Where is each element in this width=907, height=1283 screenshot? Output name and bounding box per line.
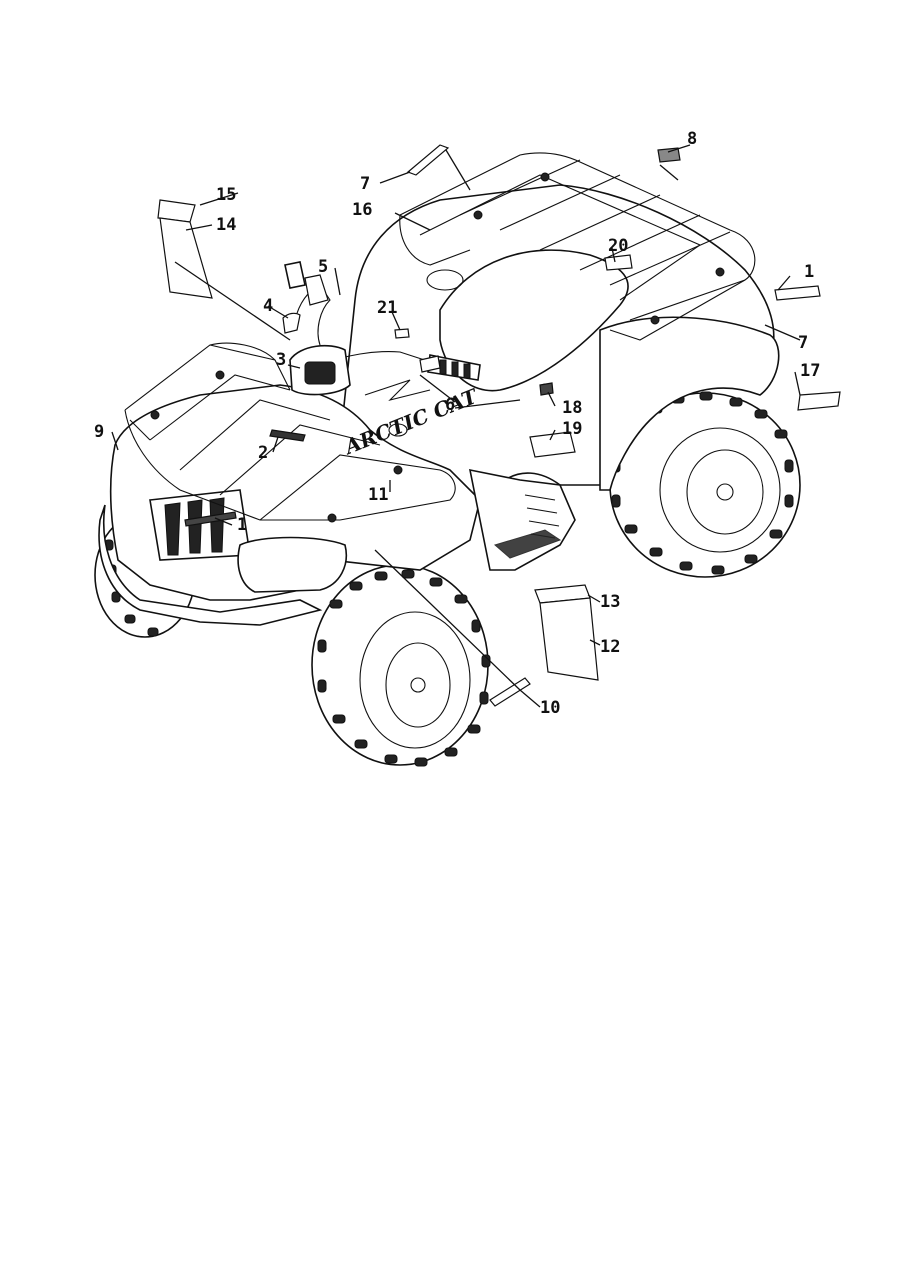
- decal-18: [539, 382, 554, 396]
- callouts: 15 14 7 16 8 5 4 3 21 20 1 7 17 6 18 19 …: [94, 129, 820, 718]
- atv-body: ARCTIC CAT: [98, 152, 780, 626]
- decal-front-1: [184, 511, 237, 527]
- callout-9: 9: [94, 422, 104, 442]
- callout-1-front: 1: [237, 515, 247, 535]
- callout-2: 2: [258, 443, 268, 463]
- decal-7-top: [406, 144, 450, 176]
- callout-14: 14: [216, 215, 236, 235]
- decal-10: [489, 677, 531, 707]
- callout-11: 11: [368, 485, 388, 505]
- leader-lines: [111, 144, 801, 708]
- callout-3: 3: [276, 350, 286, 370]
- callout-21: 21: [377, 298, 397, 318]
- decal-19: [529, 431, 576, 458]
- callout-18: 18: [562, 398, 582, 418]
- callout-13: 13: [600, 592, 620, 612]
- callout-15: 15: [216, 185, 236, 205]
- callout-8: 8: [687, 129, 697, 149]
- front-rack: [124, 342, 456, 521]
- callout-20: 20: [608, 236, 628, 256]
- rear-rack: [399, 152, 756, 341]
- decal-6: [419, 355, 441, 373]
- decal-2: [269, 429, 306, 442]
- callout-7-rear: 7: [798, 333, 808, 353]
- callout-4: 4: [263, 296, 273, 316]
- callout-16: 16: [352, 200, 372, 220]
- callout-17: 17: [800, 361, 820, 381]
- callout-7-top: 7: [360, 174, 370, 194]
- callout-6: 6: [445, 395, 455, 415]
- callout-1-rear: 1: [804, 262, 814, 282]
- front-right-wheel: [311, 564, 491, 767]
- decal-12: [539, 597, 599, 681]
- decal-1-rear: [774, 285, 821, 301]
- decal-20: [604, 254, 633, 271]
- decal-21: [394, 328, 410, 339]
- decal-17: [797, 391, 841, 411]
- callout-5: 5: [318, 257, 328, 277]
- callout-12: 12: [600, 637, 620, 657]
- callout-10: 10: [540, 698, 560, 718]
- callout-19: 19: [562, 419, 582, 439]
- decals: [157, 144, 841, 707]
- decal-8: [657, 147, 681, 163]
- decal-5: [304, 274, 329, 306]
